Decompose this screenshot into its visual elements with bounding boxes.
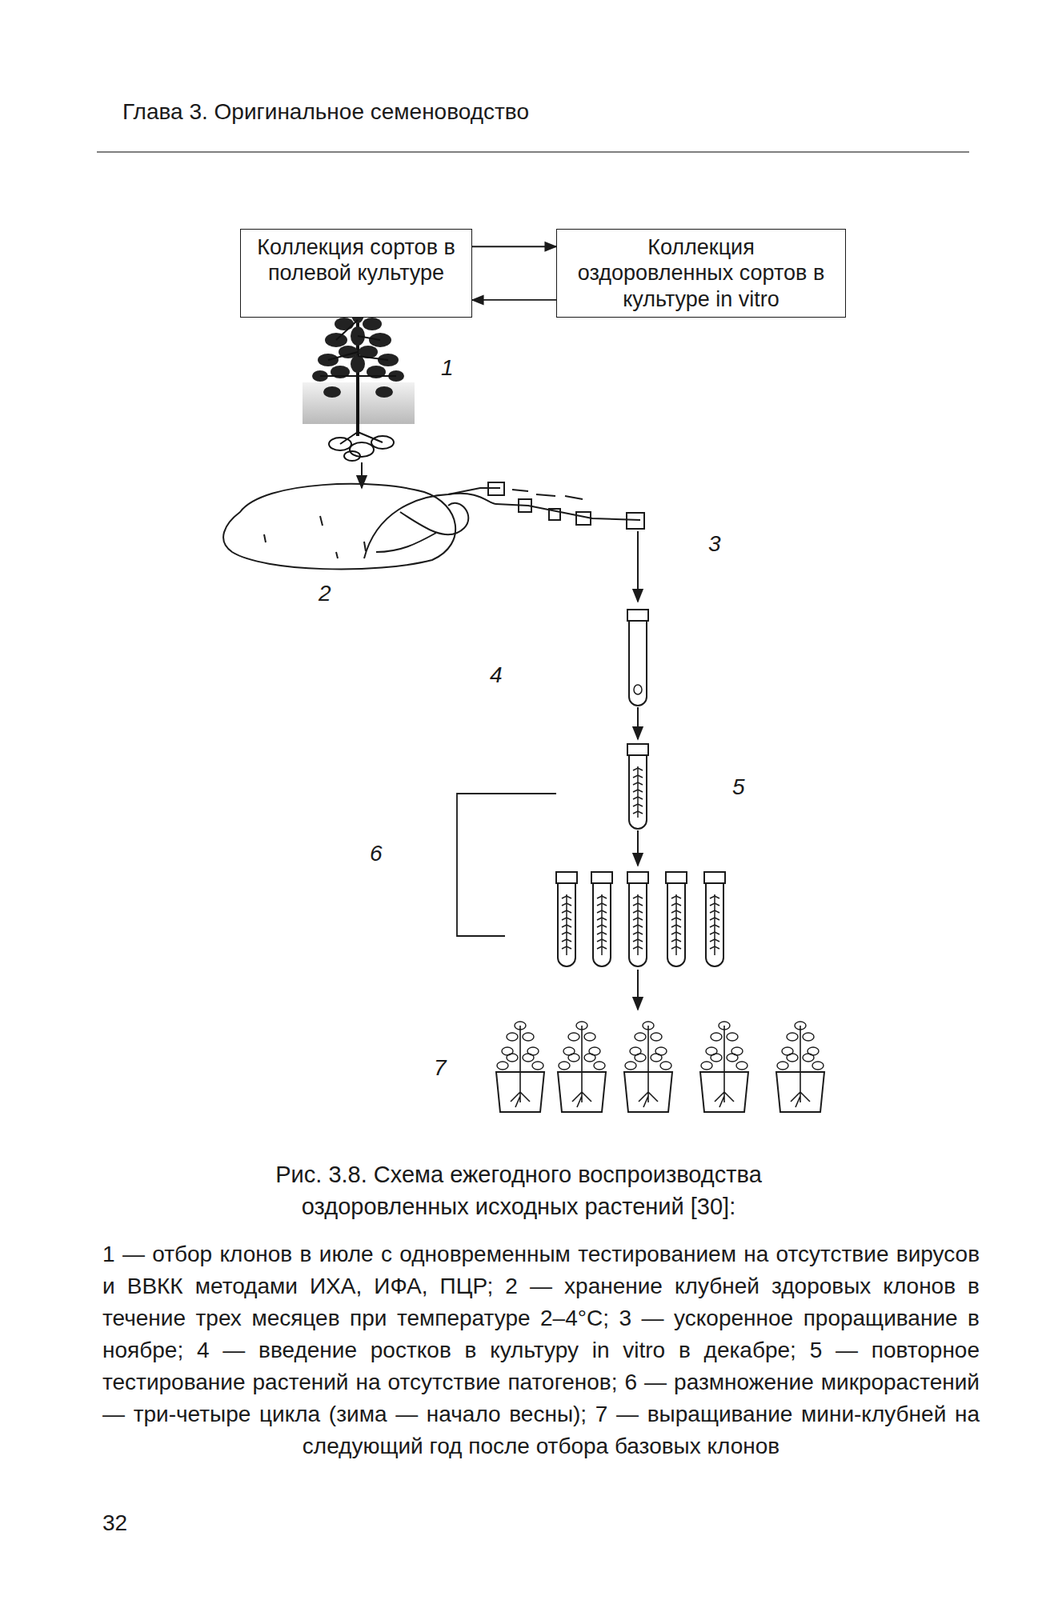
- callout-number: 4: [489, 662, 503, 689]
- box-text: Коллекция оздоровленных сортов в культур…: [568, 234, 834, 313]
- callout-number: 6: [369, 841, 383, 867]
- callout-number: 7: [433, 1055, 447, 1082]
- page-number: 32: [102, 1510, 128, 1537]
- callout-number: 1: [440, 355, 454, 381]
- callout-number: 5: [732, 774, 746, 801]
- figure-caption: Рис. 3.8. Схема ежегодного воспроизводст…: [230, 1158, 807, 1223]
- collection-box: Коллекция оздоровленных сортов в культур…: [556, 228, 846, 318]
- test-tubes: [556, 609, 726, 967]
- header-rule: [96, 151, 970, 153]
- potted-plants: [496, 1021, 825, 1113]
- exchange-arrow: [472, 245, 557, 248]
- caption-explanation: 1 — отбор клонов в июле с одновременным …: [102, 1238, 980, 1463]
- field-plant: [302, 304, 415, 461]
- exchange-arrow: [472, 299, 557, 301]
- box-text: Коллекция сортов в полевой культуре: [252, 234, 461, 287]
- callout-number: 2: [318, 581, 332, 607]
- sprouting-tuber: [223, 482, 645, 570]
- collection-box: Коллекция сортов в полевой культуре: [240, 228, 473, 318]
- running-header: Глава 3. Оригинальное семеноводство: [122, 99, 530, 125]
- cycle-bracket: [456, 793, 557, 937]
- callout-number: 3: [708, 531, 722, 558]
